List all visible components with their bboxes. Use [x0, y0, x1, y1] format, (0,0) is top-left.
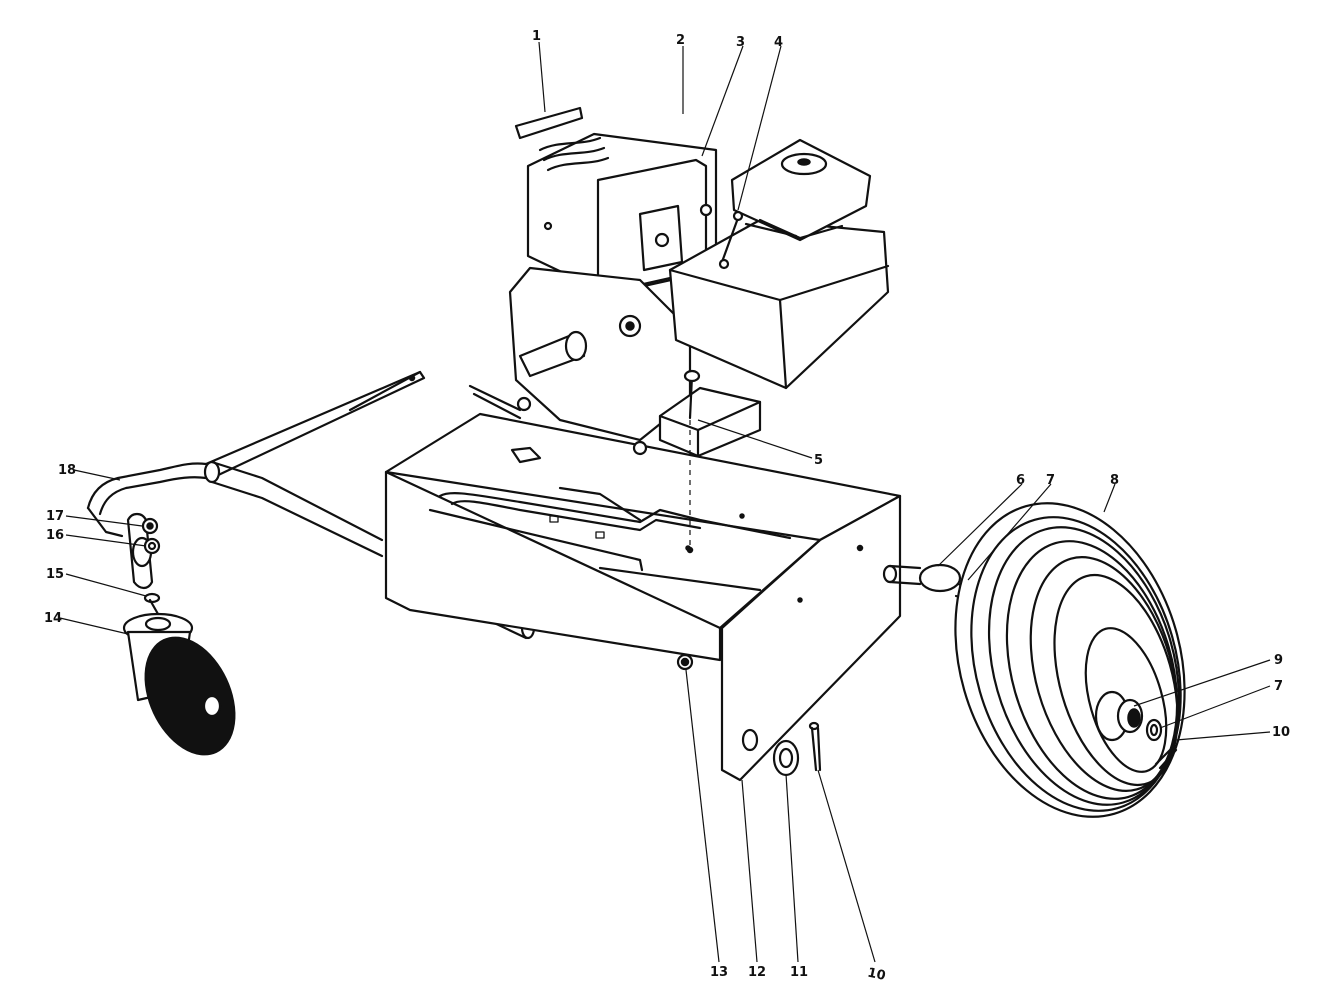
callout-3: 3	[736, 35, 745, 50]
air-cleaner	[730, 138, 872, 242]
frame-nut	[676, 653, 694, 671]
callouts: 1 2 3 4 5 6 7 8 9 7 10 10 11 12 13 14 15…	[44, 29, 1290, 984]
cotter-pin-left	[808, 721, 822, 772]
callout-2: 2	[676, 33, 685, 48]
callout-1: 1	[532, 29, 541, 44]
outer-washer	[1145, 718, 1163, 742]
handle-bar	[86, 370, 426, 558]
frame	[384, 412, 902, 782]
callout-16: 16	[46, 528, 64, 543]
callout-17: 17	[46, 509, 64, 524]
callout-10-bottom: 10	[866, 965, 887, 983]
lock-washer	[143, 537, 161, 555]
engine-mount-block	[658, 386, 762, 458]
callout-5: 5	[814, 453, 823, 468]
callout-14: 14	[44, 611, 62, 626]
callout-12: 12	[748, 965, 766, 980]
nut	[141, 517, 159, 535]
engine-block	[508, 106, 718, 456]
leader-lines	[59, 41, 1271, 963]
callout-13: 13	[710, 965, 728, 980]
callout-10-right: 10	[1272, 725, 1290, 740]
cotter-pin-right	[1154, 744, 1178, 770]
frame-washer	[772, 739, 800, 777]
callout-11: 11	[790, 965, 808, 980]
mounting-bolt	[683, 369, 701, 554]
callout-9: 9	[1274, 653, 1283, 668]
flat-washer	[143, 592, 161, 604]
callout-7-upper: 7	[1046, 473, 1055, 488]
wheel	[954, 502, 1186, 818]
throttle-link	[699, 203, 798, 270]
callout-7-lower: 7	[1274, 679, 1283, 694]
wheel-bearing	[1116, 698, 1144, 734]
callout-18: 18	[58, 463, 76, 478]
callout-8: 8	[1110, 473, 1119, 488]
callout-4: 4	[774, 35, 783, 50]
caster-wheel	[122, 598, 236, 756]
callout-6: 6	[1016, 473, 1025, 488]
callout-15: 15	[46, 567, 64, 582]
